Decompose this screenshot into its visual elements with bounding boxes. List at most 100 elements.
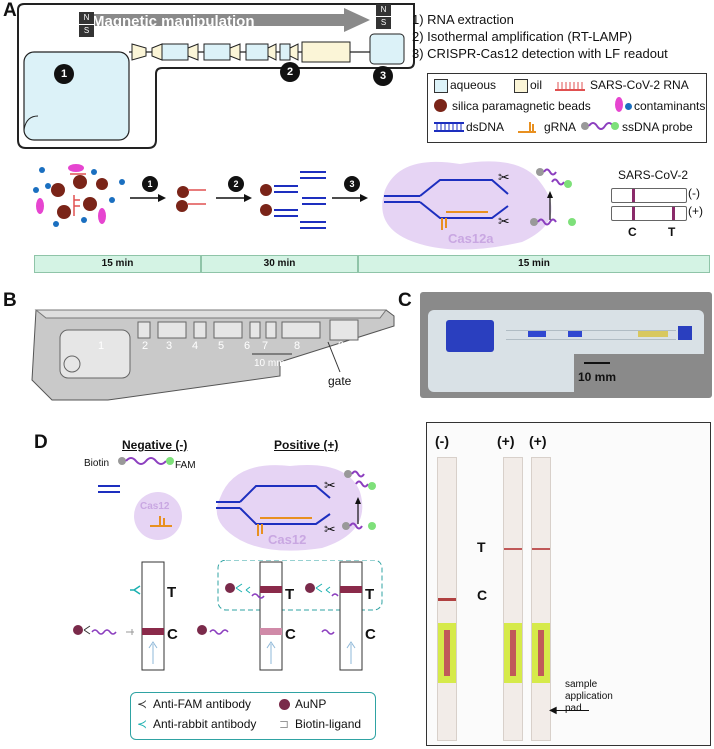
panel-b-chamber-1: 1 (98, 340, 105, 352)
dsdna-icon (434, 122, 464, 132)
magnet-s-label: S (79, 24, 94, 37)
photo-strip-positive-1 (503, 457, 523, 741)
rna-label: SARS-CoV-2 RNA (590, 78, 689, 92)
panel-c-label: C (398, 290, 412, 311)
time-bar-detection: 15 min (358, 255, 710, 273)
positive-title: Positive (+) (274, 438, 339, 452)
chip-photo-chamber-1 (446, 320, 494, 352)
negative-cas12-label: Cas12 (140, 501, 170, 512)
strip-photo: (-) (+) (+) T C ◀ sample application pad (426, 422, 711, 746)
probe-label: ssDNA probe (622, 120, 693, 134)
chip-photo-blue-1 (528, 331, 546, 337)
strip-t-line (532, 548, 550, 550)
cas12a-label: Cas12a (448, 231, 494, 246)
chip-photo-yellow (638, 331, 668, 337)
magnetic-manipulation-label: Magnetic manipulation (92, 13, 255, 30)
strip-arrow (444, 630, 450, 676)
anti-fam-icon: ≺ (137, 697, 148, 711)
rna-icon (555, 82, 585, 91)
gate-label: gate (328, 374, 352, 388)
workflow-diagram: ✂ ✂ (33, 161, 576, 250)
strip-arrow (538, 630, 544, 676)
strip-arrow (510, 630, 516, 676)
chamber-1-marker: 1 (54, 64, 74, 84)
magnet-left: N S (79, 12, 94, 37)
positive1-t-label: T (285, 586, 295, 603)
time-bar-extraction: 15 min (34, 255, 201, 273)
negative-c-label: C (167, 626, 178, 643)
chip-photo-scale-label: 10 mm (578, 370, 617, 384)
grna-label: gRNA (544, 120, 577, 134)
magnet-n-label: N (79, 12, 94, 24)
chip-photo-tab-cutout (574, 354, 704, 392)
oil-label: oil (530, 78, 543, 92)
svg-text:✂: ✂ (324, 477, 336, 493)
workflow-step-2-marker: 2 (228, 176, 244, 192)
positive2-c-label: C (365, 626, 376, 643)
chip-photo-blue-2 (568, 331, 582, 337)
magnet-n-label: N (376, 4, 391, 16)
svg-text:✂: ✂ (498, 169, 510, 185)
readout-pos-label: (+) (688, 204, 703, 218)
aunp-icon (279, 699, 290, 710)
pad-arrow (553, 710, 589, 711)
extracted-rna-icon (176, 186, 206, 212)
readout-c-label: C (628, 225, 637, 239)
anti-rabbit-label: Anti-rabbit antibody (153, 717, 257, 731)
panel-b-label: B (3, 290, 17, 311)
panel-b-chamber-9: 9 (338, 340, 345, 352)
time-bar-amplification: 30 min (201, 255, 358, 273)
svg-text:✂: ✂ (498, 213, 510, 229)
aqueous-swatch (434, 79, 448, 93)
photo-strip-negative (437, 457, 457, 741)
aqueous-label: aqueous (450, 78, 497, 92)
biotin-label: Biotin (84, 458, 110, 469)
panel-b-chamber-7: 7 (262, 340, 269, 352)
step-2-text: 2) Isothermal amplification (RT-LAMP) (412, 29, 633, 44)
photo-t-label: T (477, 539, 486, 555)
panel-b-chamber-6: 6 (244, 340, 251, 352)
photo-neg-label: (-) (435, 433, 449, 449)
strip-c-line (438, 598, 456, 601)
contaminant-icon-pink (615, 97, 623, 112)
ssdna-probe-icon (581, 122, 619, 130)
svg-text:✂: ✂ (324, 521, 336, 537)
microfluidic-chip-diagram (17, 3, 415, 149)
pad-label: sample application pad (565, 679, 613, 714)
photo-pos2-label: (+) (529, 433, 547, 449)
panel-b-scale-label: 10 mm (254, 358, 285, 369)
readout-title: SARS-CoV-2 (618, 168, 689, 182)
panel-b-chamber-2: 2 (142, 340, 149, 352)
chip-photo-body (428, 310, 704, 392)
bead-icon (434, 99, 447, 112)
aunp-label: AuNP (295, 697, 327, 711)
contaminants-label: contaminants (634, 99, 706, 113)
biotin-ligand-icon: ⊐ (279, 717, 290, 731)
readout-c-line (632, 189, 635, 202)
chip-photo: 10 mm (420, 292, 712, 398)
biotin-ligand-label: Biotin-ligand (295, 717, 362, 731)
chip-3d-render (31, 309, 395, 401)
panel-b-chamber-4: 4 (192, 340, 199, 352)
photo-strip-positive-2 (531, 457, 551, 741)
negative-title: Negative (-) (122, 438, 188, 452)
readout-strip-positive (611, 206, 687, 221)
chamber-3-marker: 3 (373, 66, 393, 86)
positive2-t-label: T (365, 586, 375, 603)
chip-photo-chamber-9 (678, 326, 692, 340)
panel-d-legend: ≺ Anti-FAM antibody AuNP ≺ Anti-rabbit a… (130, 692, 376, 740)
grna-icon (518, 122, 536, 133)
beads-label: silica paramagnetic beads (452, 99, 591, 113)
step-3-text: 3) CRISPR-Cas12 detection with LF readou… (412, 46, 668, 61)
photo-pos1-label: (+) (497, 433, 515, 449)
panel-a-legend: aqueous oil SARS-CoV-2 RNA silica parama… (427, 73, 707, 143)
strip-t-line (504, 548, 522, 550)
panel-d-label: D (34, 432, 48, 453)
anti-fam-label: Anti-FAM antibody (153, 697, 252, 711)
chip-photo-chamber-row (506, 330, 676, 340)
magnet-s-label: S (376, 16, 391, 29)
readout-c-line (632, 207, 635, 220)
positive1-c-label: C (285, 626, 296, 643)
workflow-step-3-marker: 3 (344, 176, 360, 192)
chip-photo-scale-bar (584, 362, 610, 364)
